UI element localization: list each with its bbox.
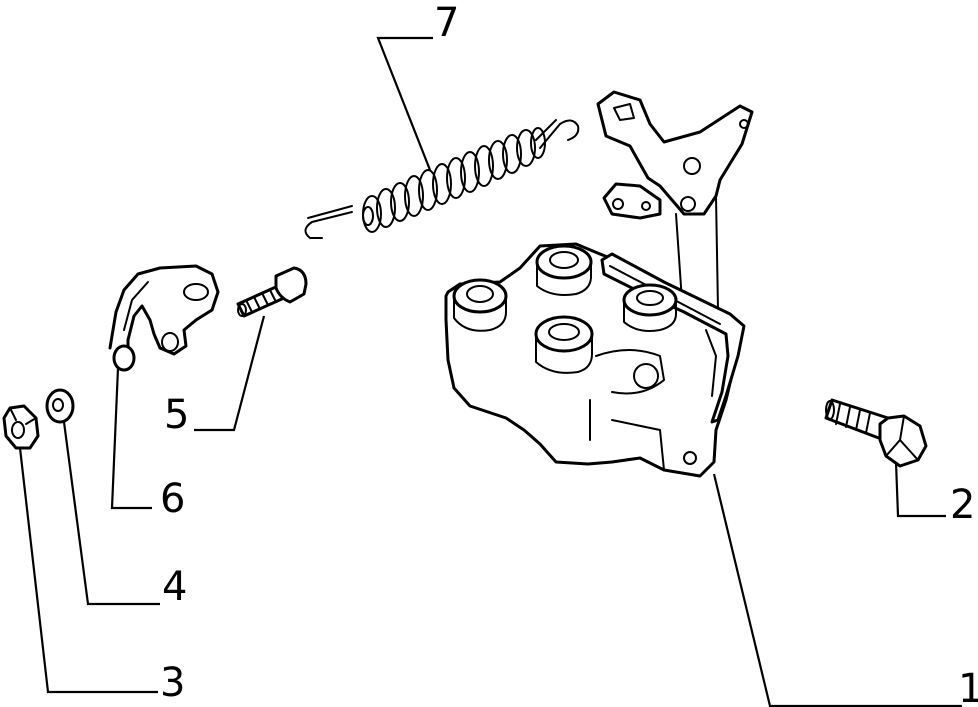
part-4-washer: [45, 388, 75, 424]
leader-3: [18, 447, 158, 694]
part-1-valve-body: [444, 90, 754, 478]
part-5-bolt: [236, 266, 308, 318]
callout-4: 4: [162, 564, 187, 610]
leader-4: [62, 421, 160, 606]
leader-5: [194, 315, 266, 432]
callout-6: 6: [160, 476, 185, 522]
callout-2: 2: [950, 482, 975, 528]
part-6-lever: [108, 264, 220, 372]
callout-7: 7: [434, 0, 459, 46]
leader-lines: [18, 36, 962, 707]
part-3-nut: [2, 404, 40, 450]
leader-1: [712, 473, 962, 707]
callout-1: 1: [958, 666, 978, 707]
leader-7: [376, 36, 433, 171]
leader-2: [894, 461, 946, 518]
part-7-spring: [304, 119, 580, 239]
callout-labels: 7 5 6 4 3 2 1: [160, 0, 978, 707]
part-2-hex-bolt: [824, 398, 928, 468]
callout-5: 5: [164, 392, 189, 438]
callout-3: 3: [160, 660, 185, 706]
leader-6: [110, 367, 152, 510]
